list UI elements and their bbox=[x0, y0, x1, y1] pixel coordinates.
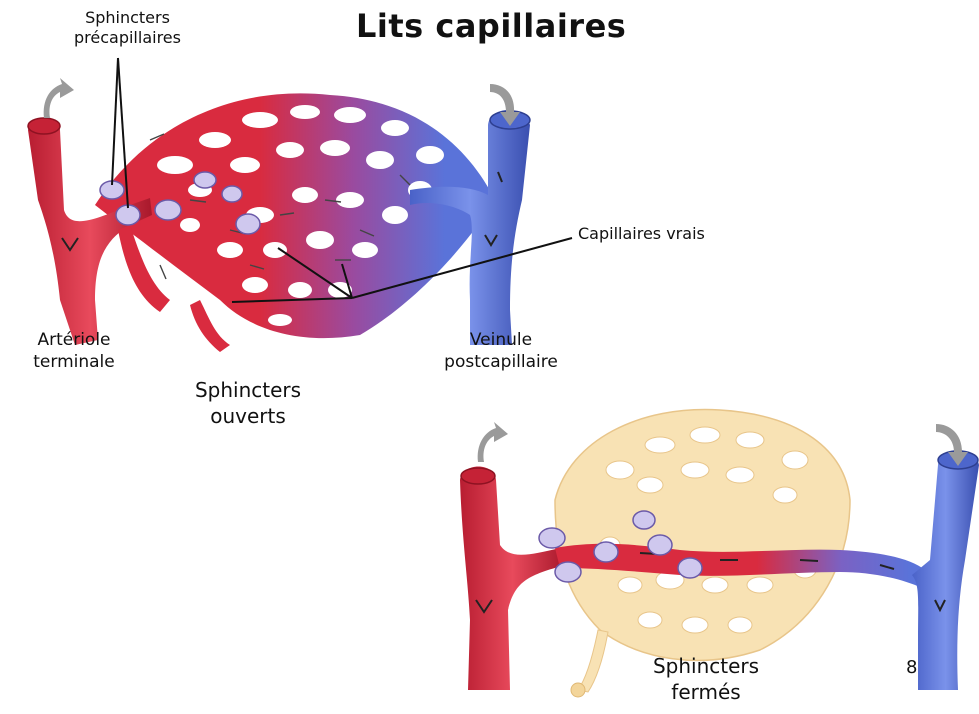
label-closed-line2: fermés bbox=[636, 680, 776, 706]
sphincter bbox=[648, 535, 672, 555]
label-true-capillaries: Capillaires vrais bbox=[578, 224, 705, 244]
label-sphincters-open: Sphincters ouverts bbox=[178, 378, 318, 429]
page-title: Lits capillaires bbox=[356, 6, 626, 47]
empty-branch bbox=[578, 630, 608, 692]
sphincter bbox=[678, 558, 702, 578]
label-arteriole-line1: Artériole bbox=[20, 330, 128, 352]
sphincter bbox=[555, 562, 581, 582]
sphincter bbox=[194, 172, 216, 188]
postcapillary-venule-bottom bbox=[912, 450, 979, 690]
label-sphincters-closed: Sphincters fermés bbox=[636, 654, 776, 705]
arteriole-branch-2 bbox=[190, 300, 230, 352]
sphincter bbox=[633, 511, 655, 529]
label-postcapillary-venule: Veinule postcapillaire bbox=[416, 330, 586, 374]
arteriole-flow-arrow bbox=[44, 78, 74, 118]
label-terminal-arteriole: Artériole terminale bbox=[20, 330, 128, 374]
label-precap-line1: Sphincters bbox=[60, 8, 195, 28]
sphincter bbox=[222, 186, 242, 202]
arteriole-opening bbox=[28, 118, 60, 134]
arteriole-flow-arrow-bottom bbox=[478, 422, 508, 462]
label-precapillary-sphincters: Sphincters précapillaires bbox=[60, 8, 195, 49]
label-precap-line2: précapillaires bbox=[60, 28, 195, 48]
sphincter bbox=[594, 542, 618, 562]
sphincter bbox=[155, 200, 181, 220]
page-number: 8 bbox=[906, 656, 917, 679]
label-closed-line1: Sphincters bbox=[636, 654, 776, 680]
label-veinule-line1: Veinule bbox=[416, 330, 586, 352]
arteriole-opening-bottom bbox=[461, 468, 495, 484]
leader-precap-1 bbox=[112, 58, 118, 185]
empty-branch-end bbox=[571, 683, 585, 697]
label-open-line2: ouverts bbox=[178, 404, 318, 430]
open-capillary-bed bbox=[28, 78, 530, 352]
label-arteriole-line2: terminale bbox=[20, 352, 128, 374]
sphincter bbox=[236, 214, 260, 234]
terminal-arteriole-bottom bbox=[460, 467, 565, 691]
label-veinule-line2: postcapillaire bbox=[416, 352, 586, 374]
sphincter bbox=[539, 528, 565, 548]
label-open-line1: Sphincters bbox=[178, 378, 318, 404]
